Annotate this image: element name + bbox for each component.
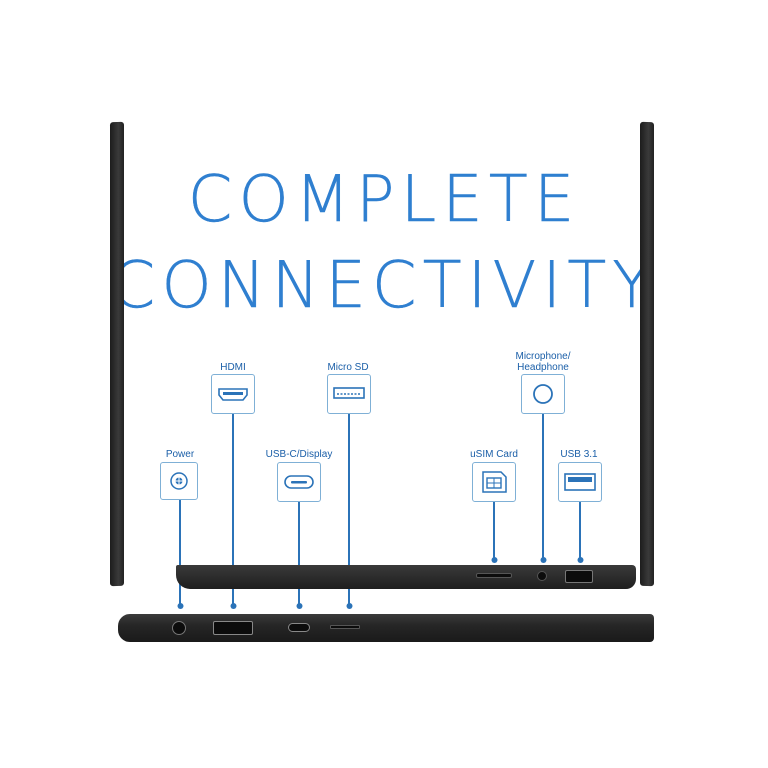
power-label: Power [165, 449, 195, 460]
laptop-right-side-profile [176, 565, 636, 589]
usb-a-port [565, 570, 593, 583]
microphone-headphone-label-line1: Microphone/ [515, 351, 571, 362]
micro-sd-slot-icon [327, 374, 371, 414]
hdmi-callout-dot [230, 603, 237, 609]
micro-sd-label: Micro SD [327, 362, 369, 373]
usb31-callout-line [579, 502, 581, 558]
usbc-callout-dot [296, 603, 303, 609]
audio-jack [537, 571, 547, 581]
audio-callout-dot [540, 557, 547, 563]
usb31-label: USB 3.1 [560, 449, 598, 460]
micro-sd-slot [330, 625, 360, 629]
usb-c-port [288, 623, 310, 632]
usbc-display-label: USB-C/Display [265, 449, 333, 460]
usb-a-port-icon [558, 462, 602, 502]
usim-callout-dot [491, 557, 498, 563]
usim-card-label: uSIM Card [470, 449, 518, 460]
hdmi-label: HDMI [220, 362, 246, 373]
power-callout-dot [177, 603, 184, 609]
audio-jack-icon [521, 374, 565, 414]
sim-card-icon [472, 462, 516, 502]
micro-sd-callout-dot [346, 603, 353, 609]
hdmi-callout-line [232, 414, 234, 604]
usim-slot [476, 573, 512, 578]
usbc-callout-line [298, 502, 300, 604]
usim-callout-line [493, 502, 495, 558]
headline-line-2: CONNECTIVITY [110, 249, 658, 323]
audio-callout-line [542, 414, 544, 558]
headline-line-1: COMPLETE [187, 163, 581, 237]
hdmi-port-icon [211, 374, 255, 414]
laptop-lid-right-edge [640, 121, 654, 587]
power-jack-icon [160, 462, 198, 500]
usb-c-port-icon [277, 462, 321, 502]
power-callout-line [179, 500, 181, 604]
hdmi-port [213, 621, 253, 635]
laptop-left-side-profile [118, 614, 654, 642]
laptop-lid-left-edge [110, 121, 124, 587]
microphone-headphone-label-line2: Headphone [517, 362, 569, 373]
micro-sd-callout-line [348, 414, 350, 604]
usb31-callout-dot [577, 557, 584, 563]
power-jack [172, 621, 186, 635]
